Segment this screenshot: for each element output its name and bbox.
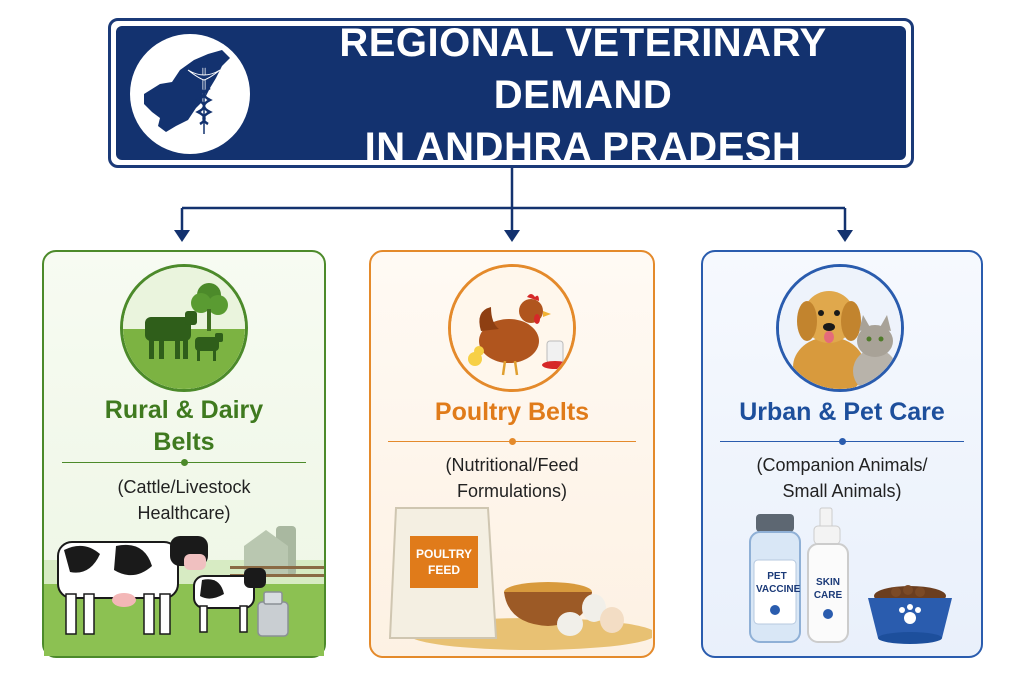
card-subtitle: (Cattle/Livestock Healthcare)	[50, 474, 318, 526]
card-subtitle-line-1: (Companion Animals/	[756, 455, 928, 475]
card-subtitle-line-1: (Cattle/Livestock	[117, 477, 251, 497]
divider-dot	[509, 438, 516, 445]
card-title-line-1: Rural & Dairy	[104, 396, 264, 424]
card-title: Poultry Belts	[434, 398, 590, 426]
dairy-cows-milk-can-icon	[44, 520, 324, 656]
page-title: REGIONAL VETERINARY DEMAND IN ANDHRA PRA…	[268, 21, 898, 169]
dog-cat-icon	[776, 264, 904, 392]
card-subtitle: (Companion Animals/ Small Animals)	[709, 452, 975, 504]
poultry-feed-pack-label: POULTRY FEED	[410, 546, 478, 578]
spray-label-line-1: SKIN	[816, 577, 840, 588]
card-subtitle: (Nutritional/Feed Formulations)	[377, 452, 647, 504]
pet-products-icon	[749, 507, 952, 644]
card-subtitle-line-2: Small Animals)	[782, 481, 902, 501]
hen-chick-feeder-icon	[448, 264, 576, 392]
card-title: Rural & Dairy Belts	[50, 394, 318, 458]
cattle-pasture-icon	[120, 264, 248, 392]
card-title: Urban & Pet Care	[739, 398, 945, 426]
spray-label-line-2: CARE	[813, 590, 843, 601]
divider-dot	[181, 459, 188, 466]
vial-label-line-2: VACCINE	[756, 584, 801, 595]
pack-label-line-1: POULTRY	[416, 547, 472, 561]
card-subtitle-line-2: Healthcare)	[137, 503, 231, 523]
andhra-map-caduceus-icon	[130, 34, 250, 154]
card-title-line-2: Belts	[153, 428, 215, 456]
pet-vaccine-label: PET VACCINE	[756, 570, 801, 596]
card-subtitle-line-2: Formulations)	[456, 481, 568, 501]
card-subtitle-line-1: (Nutritional/Feed	[445, 455, 579, 475]
feed-bowl-eggs-icon	[388, 507, 652, 650]
title-line-1: REGIONAL VETERINARY DEMAND	[339, 21, 827, 117]
vial-label-line-1: PET	[767, 571, 787, 582]
skin-care-label: SKIN CARE	[810, 576, 846, 602]
pack-label-line-2: FEED	[427, 563, 460, 577]
title-line-2: IN ANDHRA PRADESH	[364, 125, 802, 169]
divider-dot	[839, 438, 846, 445]
